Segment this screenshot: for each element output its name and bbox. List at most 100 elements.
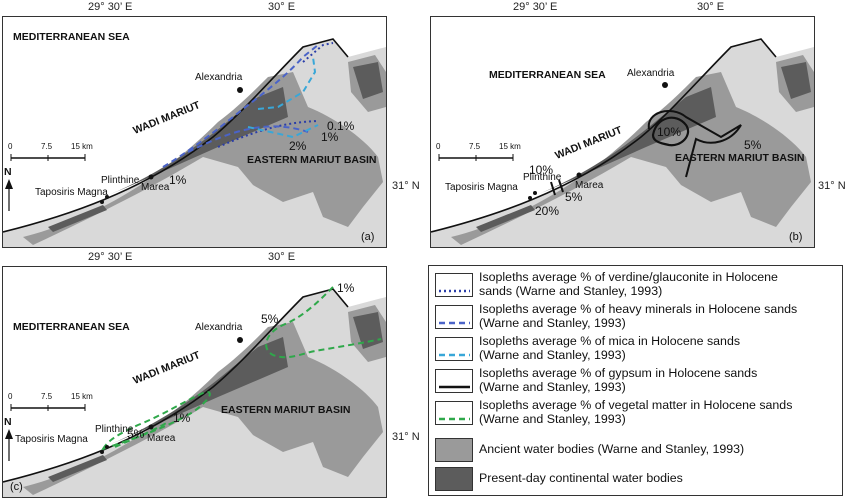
present-water-body-east bbox=[353, 312, 383, 349]
legend-swatch-gypsum bbox=[435, 369, 473, 393]
isopleth-value: 10% bbox=[657, 125, 682, 139]
map-panel-c: MEDITERRANEAN SEA Alexandria WADI MARIUT… bbox=[2, 266, 387, 498]
legend-text: Isopleths average % of vegetal matter in… bbox=[479, 398, 793, 426]
scale-tick-mid: 7.5 bbox=[41, 142, 53, 151]
taposiris-label: Taposiris Magna bbox=[445, 182, 518, 193]
isopleth-verdine bbox=[217, 42, 334, 148]
isopleth-value: 10% bbox=[529, 163, 554, 177]
scale-bar bbox=[10, 154, 86, 161]
plinthine-marker bbox=[105, 445, 109, 449]
alexandria-marker bbox=[237, 87, 243, 93]
plinthine-marker bbox=[533, 191, 537, 195]
isopleth-value: 2% bbox=[289, 139, 307, 153]
panel-letter-b: (b) bbox=[789, 231, 803, 243]
legend-swatch-verdine bbox=[435, 273, 473, 297]
scale-bar bbox=[10, 404, 86, 411]
legend-text: Present-day continental water bodies bbox=[479, 471, 683, 485]
legend-swatch-vegetal bbox=[435, 401, 473, 425]
sea-label: MEDITERRANEAN SEA bbox=[13, 31, 130, 43]
present-water-body-west bbox=[48, 455, 107, 482]
basin-label: EASTERN MARIUT BASIN bbox=[247, 154, 377, 166]
isopleth-value: 5% bbox=[744, 138, 762, 152]
marea-marker bbox=[576, 172, 582, 178]
plinthine-label: Plinthine bbox=[523, 172, 562, 183]
alexandria-label: Alexandria bbox=[195, 72, 243, 83]
lat-label-c: 31° N bbox=[392, 431, 420, 443]
isopleth-heavy-minerals bbox=[162, 44, 319, 168]
map-panel-a: MEDITERRANEAN SEA Alexandria WADI MARIUT… bbox=[2, 16, 387, 248]
map-svg-c bbox=[3, 286, 386, 497]
isopleth-value: 0.1% bbox=[327, 119, 355, 133]
alexandria-marker bbox=[662, 82, 668, 88]
legend-swatch-mica bbox=[435, 337, 473, 361]
isopleth-value: 1% bbox=[337, 281, 355, 295]
marea-label: Marea bbox=[141, 182, 170, 193]
scale-tick-0: 0 bbox=[436, 142, 441, 151]
scale-bar bbox=[438, 154, 514, 161]
isopleth-value: 1% bbox=[321, 130, 339, 144]
isopleth-vegetal-west-outer bbox=[100, 391, 211, 451]
legend-text: Isopleths average % of heavy minerals in… bbox=[479, 302, 798, 330]
map-panel-b: MEDITERRANEAN SEA Alexandria WADI MARIUT… bbox=[430, 16, 815, 248]
legend-swatch-ancient-water bbox=[435, 438, 473, 462]
scale-tick-0: 0 bbox=[8, 142, 13, 151]
legend-swatch-heavy-minerals bbox=[435, 305, 473, 329]
marea-marker bbox=[148, 424, 154, 430]
isopleth-value: 5% bbox=[127, 427, 145, 441]
map-svg-a bbox=[3, 38, 386, 247]
map-legend: Isopleths average % of verdine/glauconit… bbox=[428, 265, 843, 496]
basin-label: EASTERN MARIUT BASIN bbox=[221, 404, 351, 416]
isopleth-value: 1% bbox=[169, 173, 187, 187]
north-arrow bbox=[5, 429, 13, 461]
marea-label: Marea bbox=[575, 180, 604, 191]
scale-tick-0: 0 bbox=[8, 392, 13, 401]
north-label: N bbox=[4, 416, 12, 428]
scale-tick-end: 15 km bbox=[499, 142, 521, 151]
isopleth-gypsum-inner bbox=[651, 116, 690, 147]
lon-label-29-30-b: 29° 30’ E bbox=[513, 1, 558, 13]
ancient-water-body-lagoon bbox=[23, 72, 383, 245]
isopleth-vegetal-west-inner bbox=[114, 421, 169, 448]
lat-label-b: 31° N bbox=[818, 180, 846, 192]
scale-tick-end: 15 km bbox=[71, 392, 93, 401]
isopleth-value: 5% bbox=[261, 312, 279, 326]
legend-text: Ancient water bodies (Warne and Stanley,… bbox=[479, 442, 745, 456]
marea-marker bbox=[148, 174, 154, 180]
scale-tick-mid: 7.5 bbox=[41, 392, 53, 401]
lon-label-30-c: 30° E bbox=[268, 251, 296, 263]
coastline bbox=[3, 38, 349, 233]
sea-label: MEDITERRANEAN SEA bbox=[489, 69, 606, 81]
present-water-body-east bbox=[781, 62, 811, 99]
ancient-water-body-lagoon bbox=[451, 72, 811, 245]
lon-label-29-30-c: 29° 30’ E bbox=[88, 251, 133, 263]
north-arrow bbox=[5, 179, 13, 211]
map-svg-b bbox=[431, 38, 814, 247]
legend-swatch-present-water bbox=[435, 467, 473, 491]
isopleth-value: 5% bbox=[565, 190, 583, 204]
taposiris-label: Taposiris Magna bbox=[35, 187, 108, 198]
coastline bbox=[431, 38, 777, 233]
isopleth-mica bbox=[247, 56, 319, 139]
alexandria-marker bbox=[237, 337, 243, 343]
plinthine-marker bbox=[105, 195, 109, 199]
taposiris-marker bbox=[528, 196, 532, 200]
scale-tick-mid: 7.5 bbox=[469, 142, 481, 151]
legend-text: Isopleths average % of gypsum in Holocen… bbox=[479, 366, 758, 394]
coastline bbox=[3, 288, 349, 483]
present-water-body-west bbox=[48, 205, 107, 232]
present-water-body-west bbox=[476, 205, 535, 232]
isopleth-vegetal-east bbox=[265, 286, 382, 359]
scale-tick-end: 15 km bbox=[71, 142, 93, 151]
present-water-body-main bbox=[108, 87, 288, 195]
alexandria-label: Alexandria bbox=[195, 322, 243, 333]
lon-label-30-b: 30° E bbox=[697, 1, 725, 13]
basin-label: EASTERN MARIUT BASIN bbox=[675, 152, 805, 164]
taposiris-marker bbox=[100, 200, 104, 204]
legend-text: Isopleths average % of verdine/glauconit… bbox=[479, 270, 778, 298]
taposiris-label: Taposiris Magna bbox=[15, 434, 88, 445]
present-water-body-main bbox=[536, 87, 716, 195]
isopleth-gypsum-outer bbox=[647, 110, 742, 178]
ancient-water-body-lagoon bbox=[23, 322, 383, 495]
marea-label: Marea bbox=[147, 433, 176, 444]
present-water-body-east bbox=[353, 62, 383, 99]
